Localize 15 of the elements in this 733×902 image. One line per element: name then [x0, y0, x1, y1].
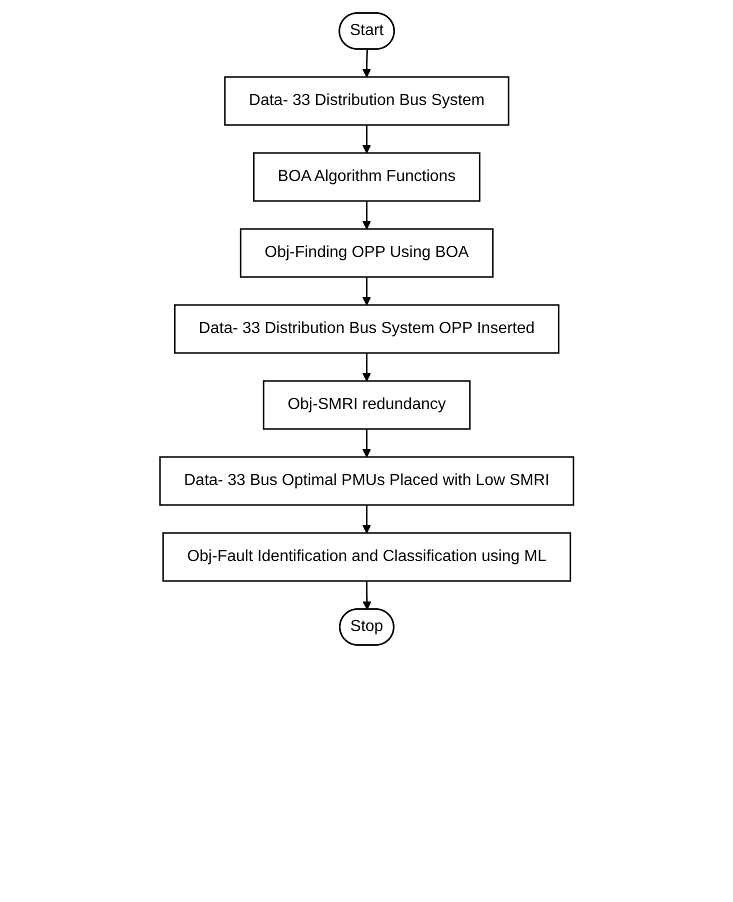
node-box: Obj-SMRI redundancy [262, 380, 470, 430]
arrow [362, 429, 371, 458]
arrow [362, 581, 372, 610]
arrow [362, 277, 371, 306]
arrow [362, 201, 371, 230]
node-box: Data- 33 Distribution Bus System [224, 76, 510, 126]
node-box: Obj-Finding OPP Using BOA [240, 228, 494, 278]
node-box: Data- 33 Distribution Bus System OPP Inserted [174, 304, 560, 354]
arrow [362, 505, 371, 534]
arrow [362, 49, 371, 78]
arrow [362, 353, 371, 382]
arrow [362, 125, 371, 154]
node-box: Obj-Fault Identification and Classification using ML [162, 532, 571, 582]
node-box: Data- 33 Bus Optimal PMUs Placed with Low SMRI [159, 456, 574, 506]
node-box: BOA Algorithm Functions [252, 152, 480, 202]
